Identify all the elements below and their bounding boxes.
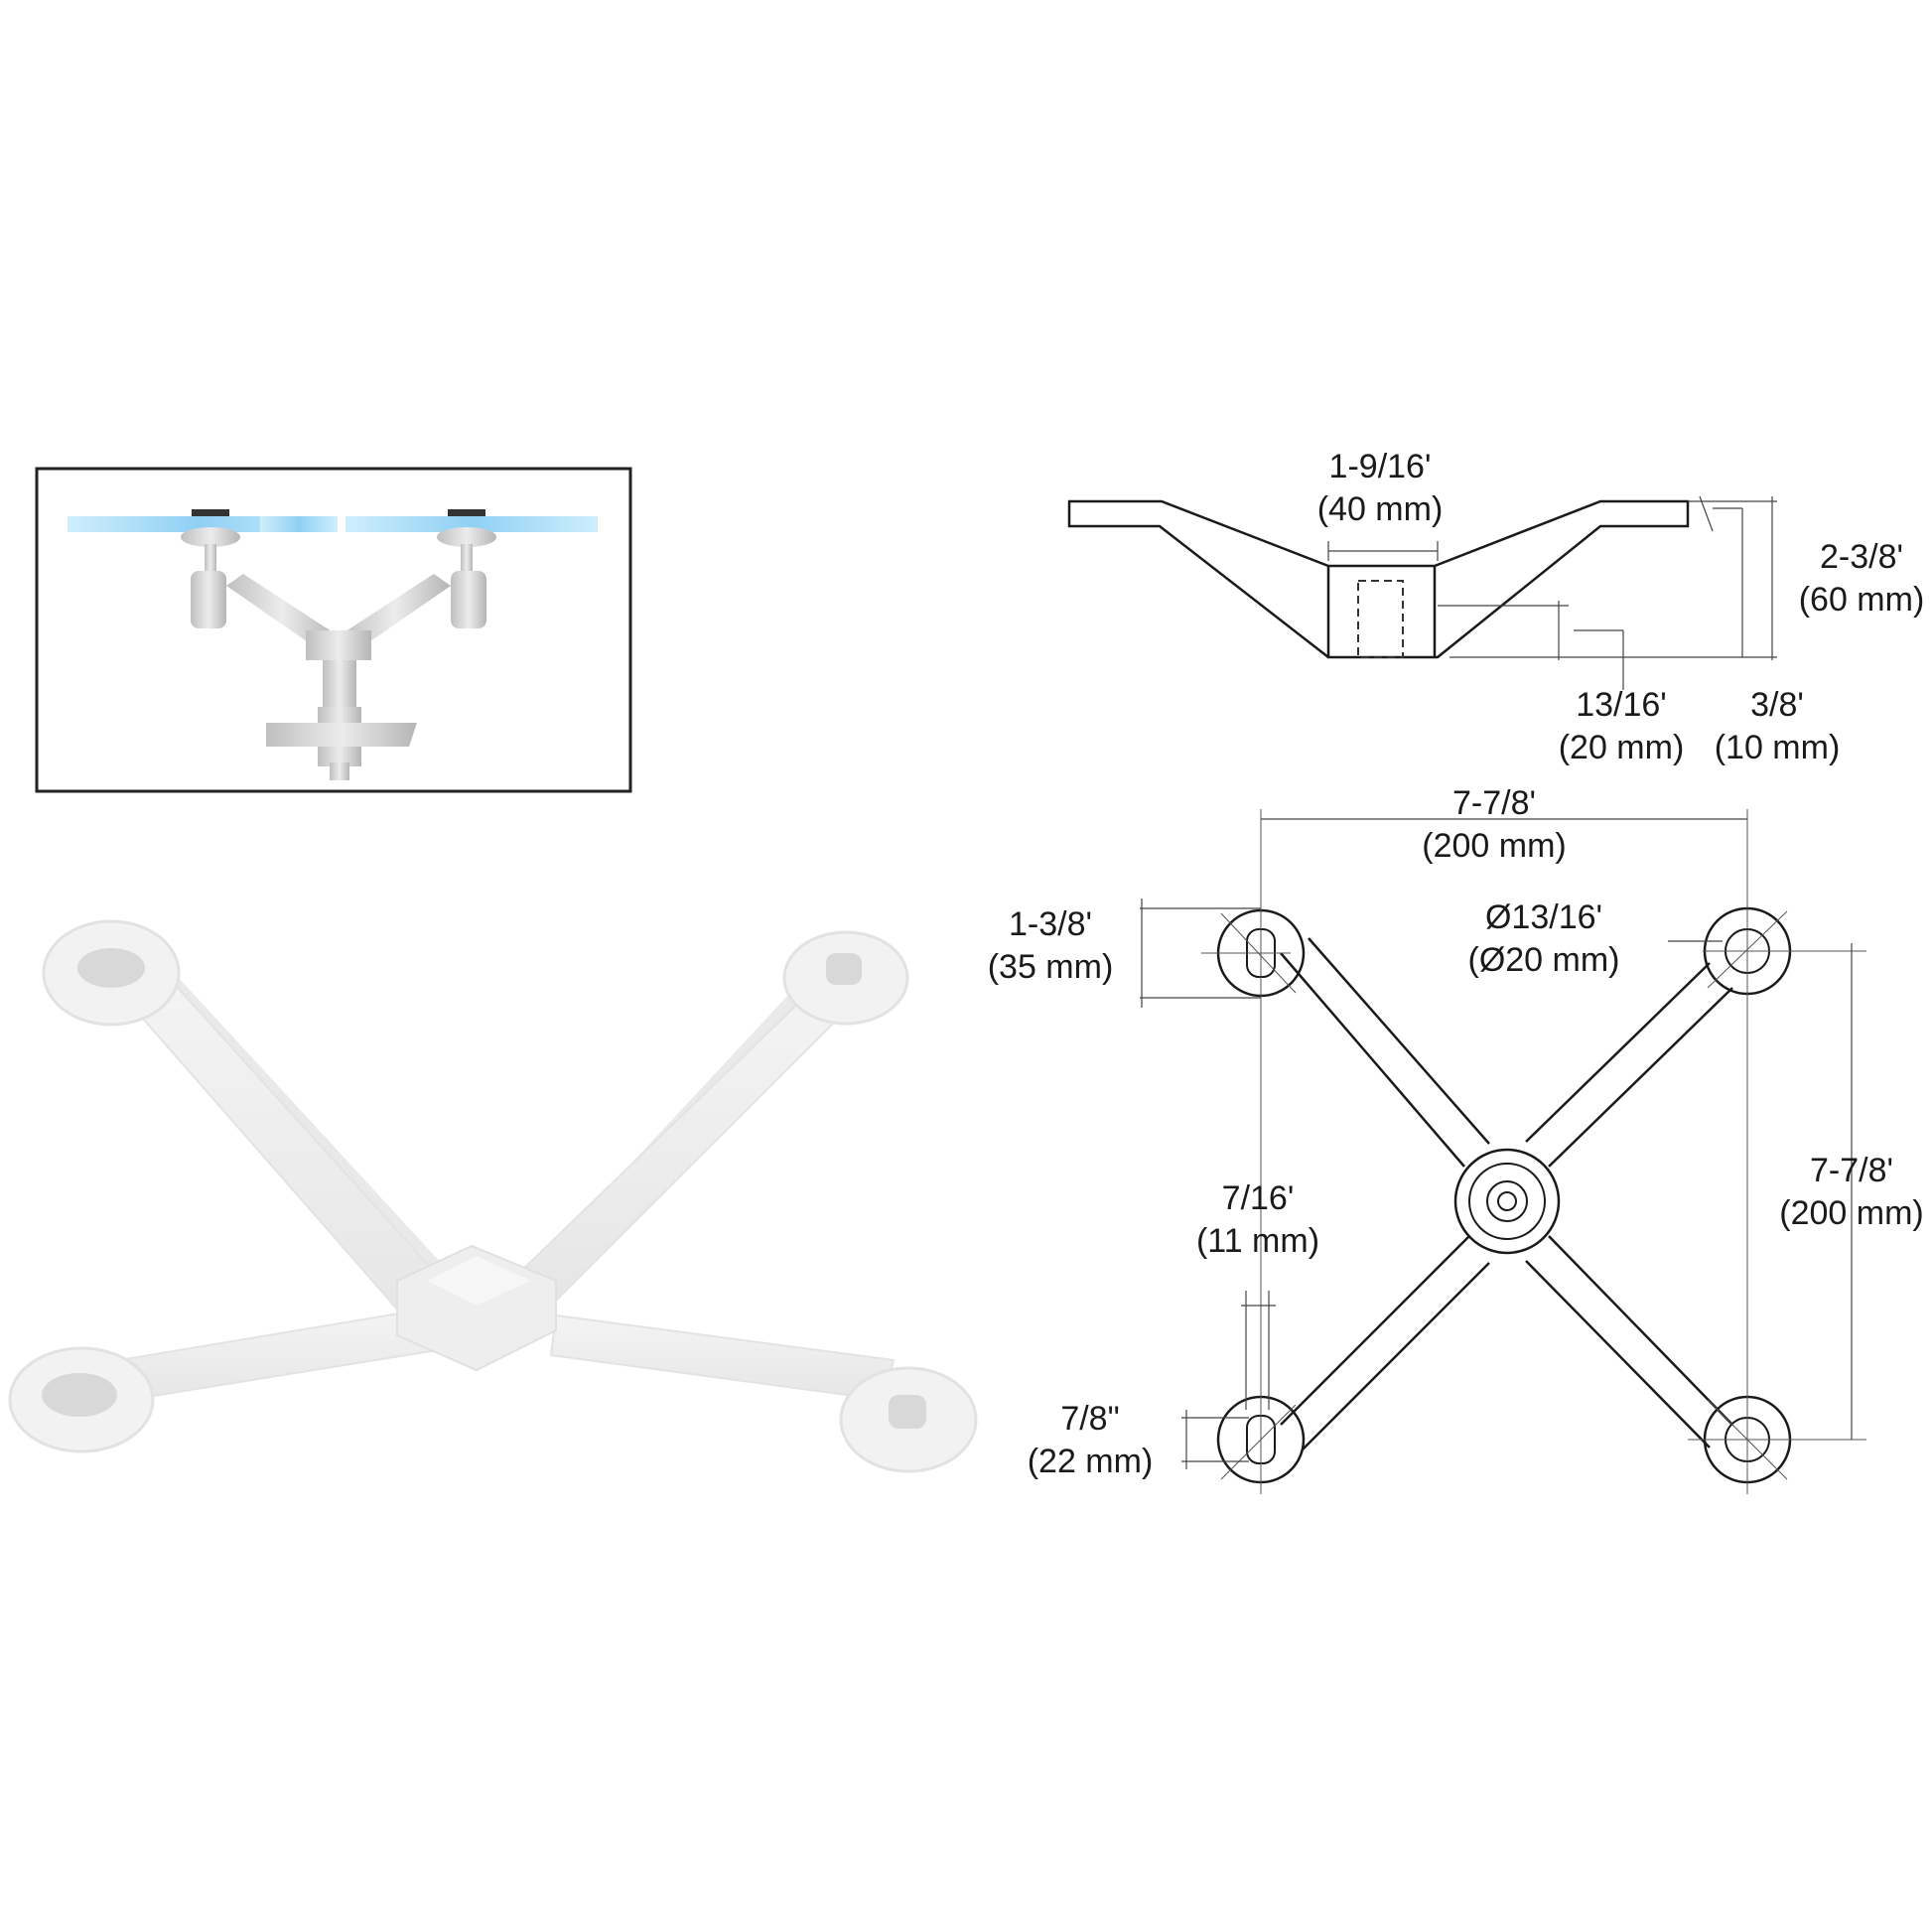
thickness-label: 3/8' [1750,686,1804,724]
top-view-drawing [1140,809,1866,1494]
routel-body-right [451,571,486,628]
hole-dia-mm-label: (Ø20 mm) [1468,941,1620,979]
center-width-label: 1-9/16' [1329,448,1432,485]
span-x-mm-label: (200 mm) [1422,827,1566,865]
hole-lower-left [42,1373,117,1417]
hole-upper-left [77,948,145,988]
center-width-mm-label: (40 mm) [1317,490,1444,528]
slot-lower-right [889,1395,926,1429]
span-y-label: 7-7/8' [1810,1152,1893,1189]
routel-top-left [192,509,229,516]
mount-nut [330,762,349,780]
routel-stem-left [205,544,216,574]
glass-panel-right [345,516,598,532]
spider-hub [306,630,371,660]
height-label: 2-3/8' [1820,538,1903,576]
hole-dia-label: Ø13/16' [1485,898,1602,936]
spider-fitting-render [8,919,978,1473]
routel-head-left [181,527,240,547]
routel-stem-right [461,544,473,574]
routel-head-right [437,527,496,547]
depth-label: 13/16' [1576,686,1667,724]
mount-plate [266,723,417,747]
pad-width-mm-label: (35 mm) [988,948,1114,986]
dimension-labels: 1-9/16' (40 mm) 2-3/8' (60 mm) 13/16' (2… [988,448,1925,1480]
routel-body-left [191,571,226,628]
thickness-mm-label: (10 mm) [1715,729,1841,766]
hub-stem [323,660,356,710]
arm-width-mm-label: (11 mm) [1196,1222,1319,1260]
span-x-label: 7-7/8' [1452,784,1536,822]
depth-mm-label: (20 mm) [1559,729,1685,766]
slot-width-label: 7/8" [1060,1400,1119,1438]
span-y-mm-label: (200 mm) [1779,1194,1923,1232]
pad-width-label: 1-3/8' [1009,905,1092,943]
glass-panel-left-edge [260,516,338,532]
side-view-drawing [1067,495,1777,690]
slot-width-mm-label: (22 mm) [1028,1443,1154,1480]
slot-upper-right [826,953,862,985]
arm-width-label: 7/16' [1222,1179,1295,1217]
installation-inset [35,467,632,793]
height-mm-label: (60 mm) [1799,581,1925,619]
routel-top-right [448,509,485,516]
